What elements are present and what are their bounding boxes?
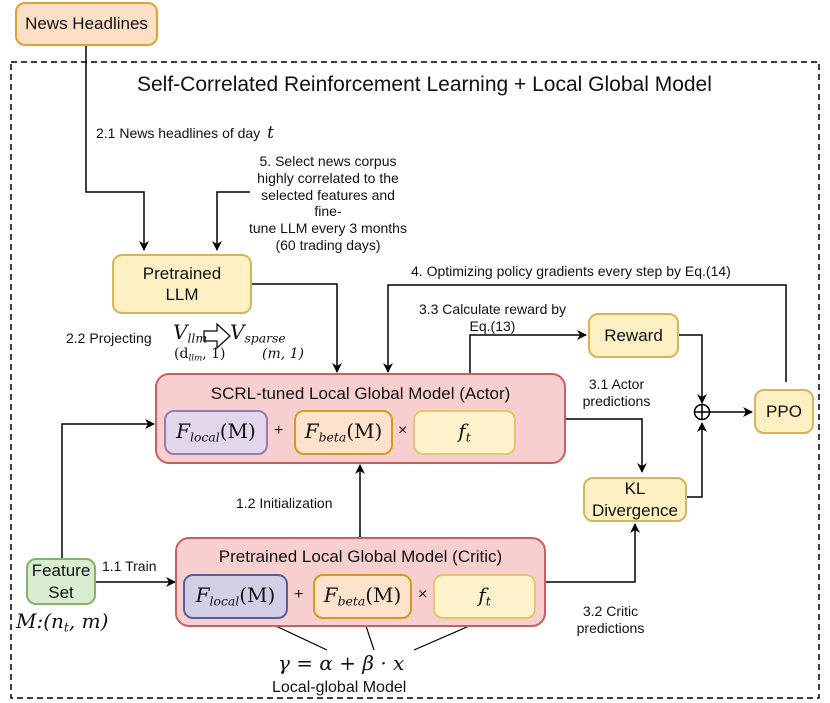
feature-set-node: Feature Set bbox=[26, 558, 96, 605]
edge-critic-to-kl bbox=[545, 523, 640, 583]
kl-divergence-node: KL Divergence bbox=[583, 477, 687, 522]
edge-ppo-to-actor bbox=[383, 284, 787, 382]
projection-arrow-icon bbox=[203, 322, 231, 350]
edge-corpus-to-llm bbox=[212, 191, 250, 251]
diagram-title: Self-Correlated Reinforcement Learning +… bbox=[137, 73, 712, 96]
critic-plus: + bbox=[294, 586, 304, 603]
edge-actor-to-reward bbox=[469, 330, 587, 373]
local-global-equation: γ = α + β · x bbox=[278, 651, 405, 675]
edge-label-initialization: 1.2 Initialization bbox=[236, 495, 333, 511]
critic-times: × bbox=[418, 586, 428, 603]
news-headlines-label: News Headlines bbox=[25, 14, 148, 34]
actor-plus: + bbox=[274, 422, 284, 439]
edge-label-news-day: 2.1 News headlines of day t bbox=[96, 123, 274, 143]
v-sparse-dim: (m, 1) bbox=[262, 346, 305, 362]
pretrained-llm-label: Pretrained LLM bbox=[142, 263, 222, 304]
edge-label-calc-reward: 3.3 Calculate reward by Eq.(13) bbox=[418, 301, 567, 334]
edge-label-critic-pred: 3.2 Critic predictions bbox=[576, 603, 645, 636]
edge-news-to-llm bbox=[85, 45, 149, 251]
ppo-label: PPO bbox=[766, 401, 802, 421]
ppo-node: PPO bbox=[754, 389, 814, 434]
actor-title: SCRL-tuned Local Global Model (Actor) bbox=[210, 384, 511, 403]
kl-divergence-label: KL Divergence bbox=[592, 479, 678, 520]
actor-f-beta: Fbeta(M) bbox=[294, 410, 393, 455]
v-llm-symbol: Vllm bbox=[173, 320, 208, 346]
edge-label-optimizing: 4. Optimizing policy gradients every ste… bbox=[411, 263, 731, 279]
critic-f-beta: Fbeta(M) bbox=[313, 574, 412, 619]
edge-feature-to-actor bbox=[61, 419, 155, 558]
critic-title: Pretrained Local Global Model (Critic) bbox=[218, 547, 503, 566]
v-llm-dim: (dllm, 1) bbox=[174, 346, 226, 364]
edge-label-select-corpus: 5. Select news corpus highly correlated … bbox=[249, 153, 407, 253]
edge-label-actor-pred: 3.1 Actor predictions bbox=[582, 376, 651, 409]
reward-label: Reward bbox=[604, 325, 663, 345]
reward-node: Reward bbox=[588, 313, 679, 358]
actor-times: × bbox=[398, 422, 408, 439]
actor-f-local: Flocal(M) bbox=[164, 410, 268, 455]
news-headlines-node: News Headlines bbox=[15, 2, 158, 46]
edge-label-projecting: 2.2 Projecting bbox=[66, 330, 152, 346]
matrix-shape-label: M:(nt, m) bbox=[16, 609, 109, 635]
v-sparse-symbol: Vsparse bbox=[230, 320, 286, 346]
edge-llm-to-actor bbox=[252, 283, 342, 373]
feature-set-label: Feature Set bbox=[31, 561, 91, 602]
actor-f-t: ft bbox=[413, 410, 516, 455]
equation-caption: Local-global Model bbox=[272, 679, 407, 696]
edge-label-train: 1.1 Train bbox=[102, 558, 157, 574]
edge-kl-to-sum bbox=[687, 422, 707, 498]
critic-f-t: ft bbox=[433, 574, 536, 619]
scrl-frame bbox=[10, 61, 820, 699]
edge-actor-to-kl bbox=[565, 418, 647, 473]
edge-reward-to-sum bbox=[679, 334, 707, 404]
critic-f-local: Flocal(M) bbox=[183, 574, 288, 619]
pretrained-llm-node: Pretrained LLM bbox=[112, 254, 252, 314]
